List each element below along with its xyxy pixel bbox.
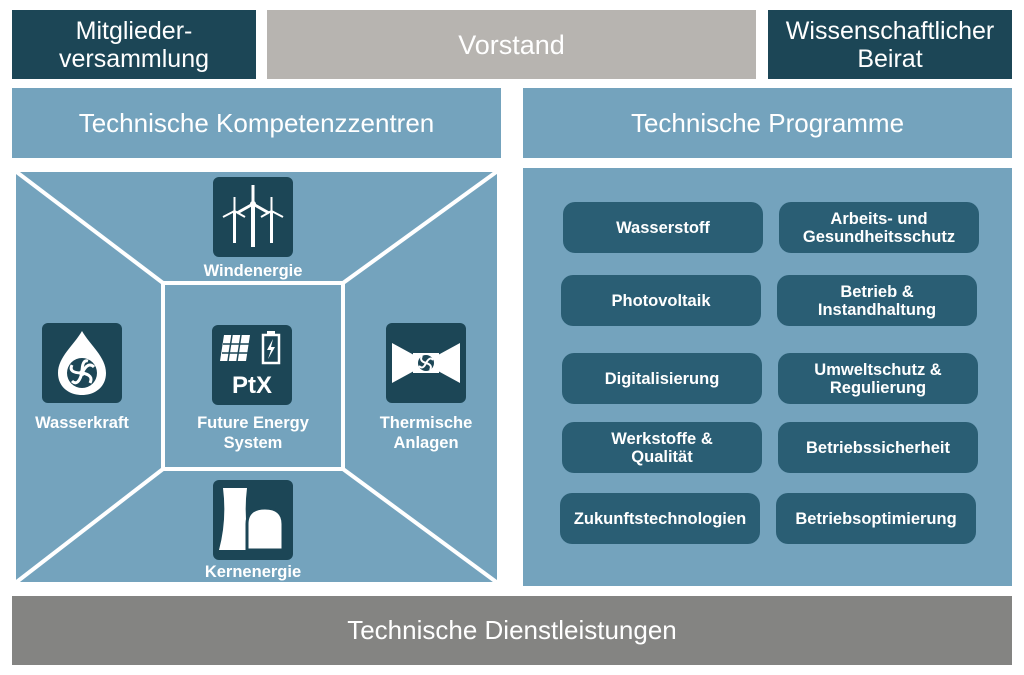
- programs-panel: Wasserstoff Arbeits- und Gesundheitsschu…: [523, 168, 1012, 586]
- program-occupational-safety: Arbeits- und Gesundheitsschutz: [779, 202, 979, 253]
- water-drop-turbine-icon: [42, 323, 122, 403]
- competence-centers-header: Technische Kompetenzzentren: [12, 88, 501, 158]
- nuclear-label: Kernenergie: [204, 563, 302, 581]
- board-box: Vorstand: [267, 10, 756, 79]
- program-operation-maintenance: Betrieb & Instandhaltung: [777, 275, 977, 326]
- advisory-board-box: Wissenschaftlicher Beirat: [768, 10, 1012, 79]
- program-digitalization: Digitalisierung: [562, 353, 762, 404]
- advisory-board-label: Wissenschaftlicher Beirat: [785, 16, 995, 73]
- thermal-label: Thermische Anlagen: [379, 414, 473, 452]
- future-energy-label: Future Energy System: [197, 414, 309, 452]
- thermal-turbine-icon: [386, 323, 466, 403]
- members-assembly-box: Mitglieder- versammlung: [12, 10, 256, 79]
- program-future-technologies: Zukunftstechnologien: [560, 493, 760, 544]
- technical-services-bar: Technische Dienstleistungen: [12, 596, 1012, 665]
- hydro-label: Wasserkraft: [35, 414, 129, 432]
- competence-centers-title: Technische Kompetenzzentren: [78, 107, 435, 138]
- wind-turbine-icon: [213, 177, 293, 257]
- panel-frame-lines: [12, 168, 501, 586]
- competence-centers-panel: Windenergie Wasserkraft: [12, 168, 501, 586]
- program-environmental-regulation: Umweltschutz & Regulierung: [778, 353, 978, 404]
- program-operational-safety: Betriebssicherheit: [778, 422, 978, 473]
- wind-label: Windenergie: [203, 262, 303, 280]
- programs-header: Technische Programme: [523, 88, 1012, 158]
- programs-title: Technische Programme: [630, 107, 905, 138]
- program-operation-optimization: Betriebsoptimierung: [776, 493, 976, 544]
- program-hydrogen: Wasserstoff: [563, 202, 763, 253]
- program-materials-quality: Werkstoffe & Qualität: [562, 422, 762, 473]
- members-assembly-label: Mitglieder- versammlung: [58, 16, 210, 73]
- cooling-tower-icon: [213, 480, 293, 560]
- program-photovoltaics: Photovoltaik: [561, 275, 761, 326]
- board-label: Vorstand: [458, 29, 565, 60]
- technical-services-title: Technische Dienstleistungen: [347, 615, 677, 645]
- ptx-solar-battery-icon: PtX: [212, 325, 292, 405]
- ptx-icon-text: PtX: [232, 372, 272, 399]
